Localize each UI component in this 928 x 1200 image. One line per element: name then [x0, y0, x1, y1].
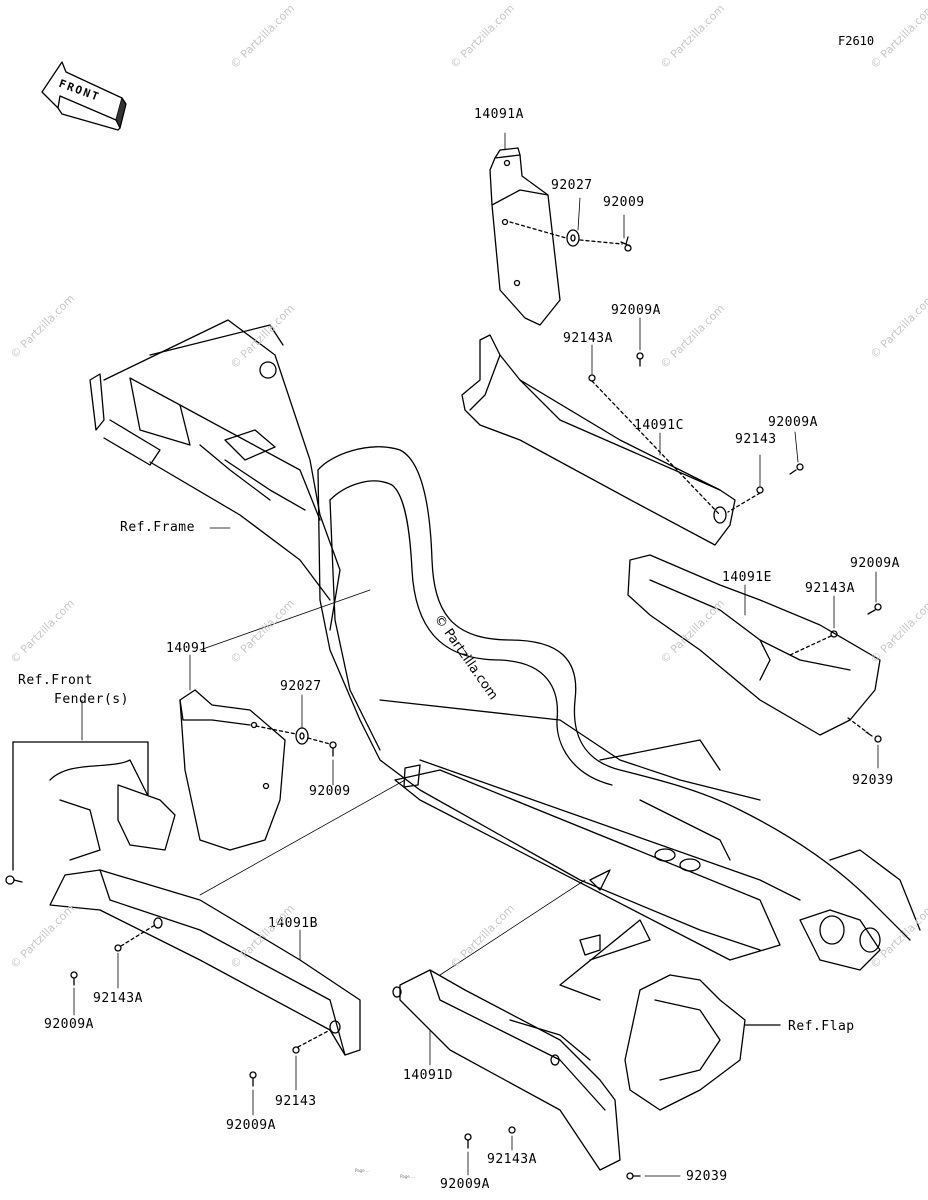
cover-14091C: [461, 334, 736, 546]
label-92143A-top: 92143A: [563, 331, 613, 346]
label-14091C: 14091C: [634, 418, 684, 433]
label-92009A-r: 92009A: [768, 415, 818, 430]
label-92143A-b: 92143A: [487, 1152, 537, 1167]
nut-92143A-l: [114, 944, 122, 952]
nut-92143-b: [292, 1046, 300, 1054]
bolt-92009-l: [329, 741, 337, 757]
label-14091D: 14091D: [403, 1068, 453, 1083]
label-92143-r: 92143: [735, 432, 777, 447]
label-92009-top: 92009: [603, 195, 645, 210]
label-92143A-e: 92143A: [805, 581, 855, 596]
label-92143-b: 92143: [275, 1094, 317, 1109]
label-ref-frame: Ref.Frame: [120, 520, 195, 535]
bolt-92009A-r: [789, 463, 804, 475]
figure-reference: F2610: [838, 34, 875, 48]
label-92027-top: 92027: [551, 178, 593, 193]
cover-14091A: [489, 147, 561, 326]
label-92009A-e: 92009A: [850, 556, 900, 571]
label-14091E: 14091E: [722, 570, 772, 585]
footer-line-2: Page ...: [400, 1174, 415, 1179]
label-92027-l: 92027: [280, 679, 322, 694]
nut-92143A-e: [830, 630, 838, 638]
label-92039-r: 92039: [852, 773, 894, 788]
cover-14091: [179, 689, 286, 851]
bolt-92009A-e: [867, 603, 882, 615]
label-92009A-b: 92009A: [226, 1118, 276, 1133]
label-92009A-top: 92009A: [611, 303, 661, 318]
bolt-92009A-l: [70, 971, 78, 986]
label-92009A-l: 92009A: [44, 1017, 94, 1032]
screw-92039-b: [626, 1172, 641, 1180]
front-bolt-fender: [5, 875, 23, 885]
footer-line-1: Page ...: [355, 1168, 370, 1173]
label-92039-b: 92039: [686, 1169, 728, 1184]
label-92009-l: 92009: [309, 784, 351, 799]
nut-92143A-top: [588, 374, 596, 382]
cover-14091E: [627, 554, 881, 736]
front-arrow-icon: [41, 61, 127, 131]
nut-92143-r: [756, 486, 764, 494]
label-ref-front-fender-1: Ref.Front: [18, 673, 93, 688]
label-14091A: 14091A: [474, 107, 524, 122]
cover-14091B: [49, 869, 361, 1056]
bolt-92009-top: [620, 236, 632, 252]
bolt-92009A-top: [636, 352, 644, 367]
leader-lines: [13, 132, 879, 1177]
front-fender-ref-box: [12, 741, 176, 871]
label-92143A-l: 92143A: [93, 991, 143, 1006]
cover-14091D: [392, 969, 621, 1171]
frame-outline: [89, 319, 921, 971]
washer-92027-l: [295, 727, 309, 745]
flap-ref: [559, 919, 781, 1111]
washer-92027-top: [566, 229, 580, 247]
label-92009A-bb: 92009A: [440, 1177, 490, 1192]
label-ref-front-fender-2: Fender(s): [54, 692, 129, 707]
label-14091B: 14091B: [268, 916, 318, 931]
label-14091: 14091: [166, 641, 208, 656]
bolt-92009A-b: [249, 1071, 257, 1087]
bolt-92009A-bb: [464, 1133, 472, 1149]
label-ref-flap: Ref.Flap: [788, 1019, 855, 1034]
nut-92143A-b: [508, 1126, 516, 1134]
